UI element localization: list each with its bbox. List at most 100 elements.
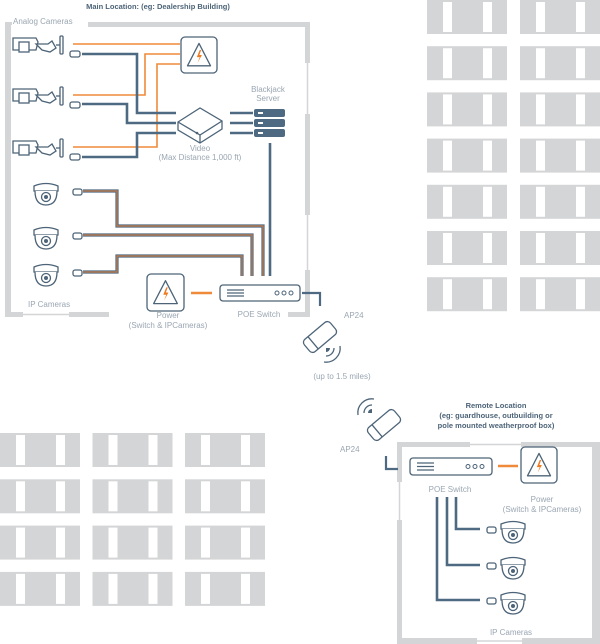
- wall-segment: [397, 442, 402, 482]
- ethernet-connector-icon: [486, 526, 497, 534]
- parking-space-pair: [427, 231, 507, 265]
- wall-segment: [397, 638, 477, 644]
- power-cable: [73, 63, 180, 148]
- ip-dome-camera-icon: [33, 182, 59, 206]
- wall-segment: [397, 442, 470, 447]
- parking-space-pair: [427, 0, 507, 34]
- ap-remote-label: AP24: [340, 445, 360, 454]
- analog-cameras: [12, 35, 81, 161]
- remote-building-walls: [397, 442, 600, 644]
- parking-space-pair: [520, 184, 600, 219]
- video-cable: [82, 131, 176, 159]
- ap-main-label: AP24: [344, 311, 364, 320]
- ip-dome-camera-icon: [33, 226, 59, 250]
- bnc-connector-icon: [69, 101, 81, 109]
- parking-space-pair: [92, 571, 173, 606]
- wall-segment: [521, 442, 600, 447]
- parking-space-pair: [92, 479, 173, 514]
- parking-space-pair: [0, 433, 80, 467]
- analog-video-cables: [82, 52, 176, 159]
- parking-space-pair: [427, 184, 507, 219]
- warning-triangle-icon: [526, 452, 552, 477]
- server-label-line1: Blackjack: [251, 85, 286, 94]
- ap24-main-icon: [302, 320, 341, 363]
- analog-bullet-camera-icon: [12, 138, 81, 161]
- ap-to-remote-switch-cable: [384, 456, 398, 471]
- ap24-remote-icon: [357, 398, 402, 442]
- remote-poe-switch-label: POE Switch: [429, 485, 472, 494]
- main-poe-switch-label: POE Switch: [238, 310, 281, 319]
- parking-space-pair: [92, 525, 173, 560]
- parking-space-pair: [520, 92, 600, 127]
- power-cable: [73, 53, 180, 96]
- ip-dome-camera-icon: [500, 591, 526, 615]
- wall-segment: [592, 442, 600, 644]
- analog-bullet-camera-icon: [12, 86, 81, 109]
- wall-segment: [305, 114, 310, 215]
- video-cable: [82, 52, 176, 115]
- analog-bullet-camera-icon: [12, 35, 81, 58]
- wall-segment: [397, 520, 402, 644]
- remote-power-label-line1: Power: [531, 495, 554, 504]
- remote-power-supply-icon: [520, 446, 558, 484]
- ethernet-connector-icon: [486, 597, 497, 605]
- parking-space-pair: [427, 46, 507, 81]
- remote-ip-camera-cables: [435, 497, 480, 602]
- wall-segment: [69, 312, 109, 317]
- parking-space-pair: [427, 92, 507, 127]
- parking-space-pair: [427, 277, 507, 312]
- remote-ip-cameras-label: IP Cameras: [490, 628, 532, 637]
- wall-segment: [5, 22, 11, 317]
- remote-heading-line3: pole mounted weatherproof box): [438, 421, 555, 430]
- parking-space-pair: [520, 231, 600, 265]
- switch-to-ap-cable: [302, 291, 322, 306]
- parking-lot-right: [427, 0, 600, 312]
- range-label: (up to 1.5 miles): [313, 372, 371, 381]
- wall-segment: [288, 312, 310, 317]
- ethernet-connector-icon: [72, 269, 83, 277]
- warning-triangle-icon: [186, 42, 212, 67]
- main-poe-switch-icon: [219, 284, 301, 302]
- remote-heading-line1: Remote Location: [466, 401, 527, 410]
- parking-space-pair: [520, 277, 600, 312]
- server-label-line2: Server: [256, 94, 280, 103]
- ip-cameras-label: IP Cameras: [28, 300, 70, 309]
- parking-space-pair: [0, 571, 80, 606]
- parking-space-pair: [427, 138, 507, 173]
- ip-dome-camera-icon: [33, 263, 59, 287]
- parking-space-pair: [92, 433, 173, 467]
- analog-cameras-label: Analog Cameras: [13, 17, 73, 26]
- lightning-bolt-icon: [196, 49, 202, 63]
- parking-space-pair: [520, 0, 600, 34]
- ip-dome-camera-icon: [500, 556, 526, 580]
- video-label-line1: Video: [190, 144, 211, 153]
- ethernet-connector-icon: [72, 232, 83, 240]
- parking-space-pair: [0, 525, 80, 560]
- ethernet-connector-icon: [72, 188, 83, 196]
- ip-camera-ethernet-cables: [83, 189, 265, 276]
- main-location-heading: Main Location: (eg: Dealership Building): [86, 2, 230, 11]
- main-power-supply-icon: [146, 273, 185, 312]
- wall-segment: [305, 22, 310, 63]
- ethernet-connector-icon: [486, 562, 497, 570]
- video-cable: [82, 102, 176, 125]
- lightning-bolt-icon: [163, 287, 169, 301]
- lightning-bolt-icon: [536, 459, 542, 473]
- warning-triangle-icon: [153, 280, 178, 305]
- bnc-connector-icon: [69, 50, 81, 58]
- parking-space-pair: [185, 571, 265, 606]
- main-power-label-line2: (Switch & IPCameras): [129, 321, 208, 330]
- video-recorder-icon: [177, 107, 223, 144]
- blackjack-server-icon: [254, 109, 285, 137]
- remote-heading-line2: (eg: guardhouse, outbuilding or: [439, 411, 552, 420]
- remote-poe-switch-icon: [409, 457, 493, 476]
- ip-dome-camera-icon: [500, 520, 526, 544]
- wall-segment: [5, 312, 23, 317]
- wall-segment: [88, 22, 310, 27]
- dvr-to-server-cables: [230, 111, 253, 135]
- parking-space-pair: [185, 433, 265, 467]
- wall-segment: [522, 638, 600, 644]
- analog-power-supply-icon: [180, 36, 218, 74]
- parking-space-pair: [520, 46, 600, 81]
